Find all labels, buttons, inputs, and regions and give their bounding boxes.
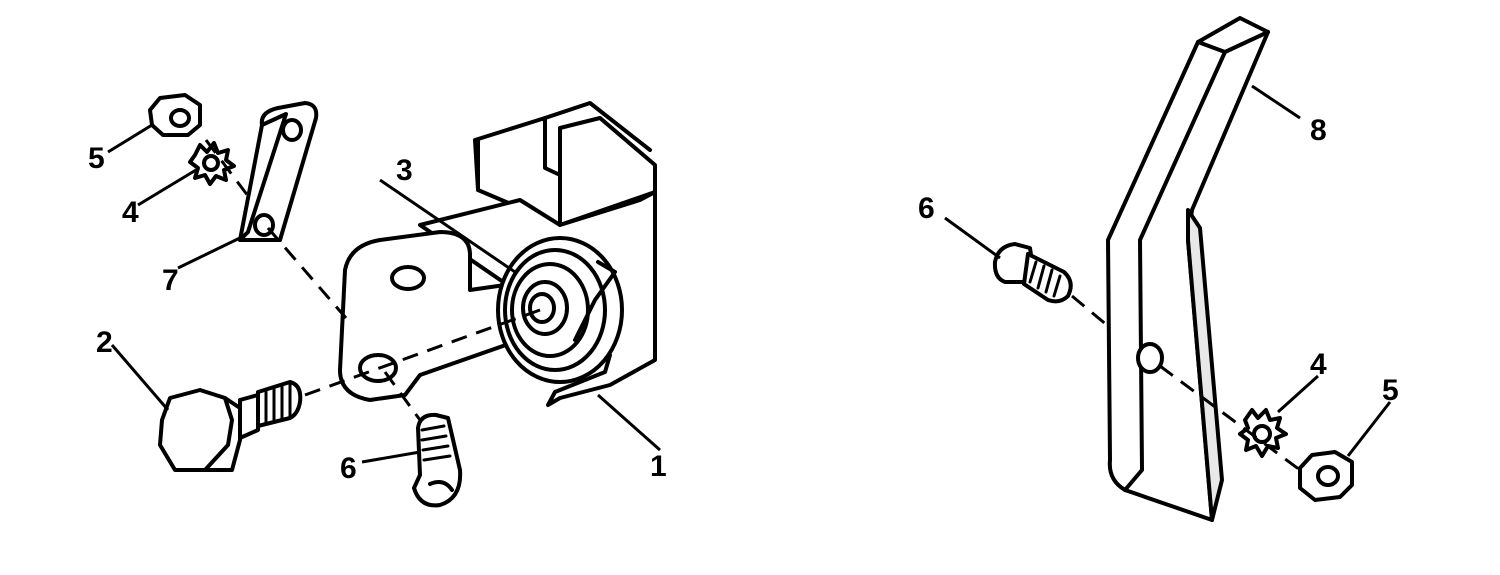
callout-4-left: 4 — [122, 196, 139, 229]
assembly-line-nut-to-plate — [204, 139, 250, 197]
callout-6-left: 6 — [340, 452, 357, 485]
callout-2: 2 — [96, 326, 113, 359]
hex-nut-part-5-right — [1298, 450, 1354, 502]
assembly-line-arm-to-nut — [1159, 364, 1301, 472]
link-plate-part-7 — [238, 101, 319, 242]
bracket-part-1 — [338, 101, 657, 407]
lock-washer-part-4-right — [1238, 408, 1288, 458]
assembly-line-bolt-to-pulley — [304, 308, 541, 397]
flanged-bolt-part-6-right — [992, 242, 1073, 304]
assembly-line-bolt-to-arm — [1071, 294, 1109, 328]
hex-nut-part-5-left — [148, 93, 202, 137]
callout-7: 7 — [162, 264, 179, 297]
callout-5-left: 5 — [88, 142, 105, 175]
angled-arm-part-8 — [1106, 16, 1270, 522]
callout-1: 1 — [650, 450, 667, 483]
assembly-line-plate-to-bracket — [266, 227, 348, 319]
callout-4-right: 4 — [1310, 348, 1327, 381]
callout-3: 3 — [396, 154, 413, 187]
shoulder-bolt-part-2 — [158, 380, 303, 472]
right-assembly: 8 6 4 5 — [918, 16, 1399, 522]
callout-6-right: 6 — [918, 192, 935, 225]
pulley-part-3 — [496, 236, 624, 384]
callout-5-right: 5 — [1382, 374, 1399, 407]
slotted-screw-part-6-left — [412, 412, 463, 508]
left-assembly: 5 4 7 2 3 6 1 — [88, 93, 667, 508]
callout-8: 8 — [1310, 114, 1327, 147]
assembly-line-screw-to-bracket — [383, 371, 422, 421]
